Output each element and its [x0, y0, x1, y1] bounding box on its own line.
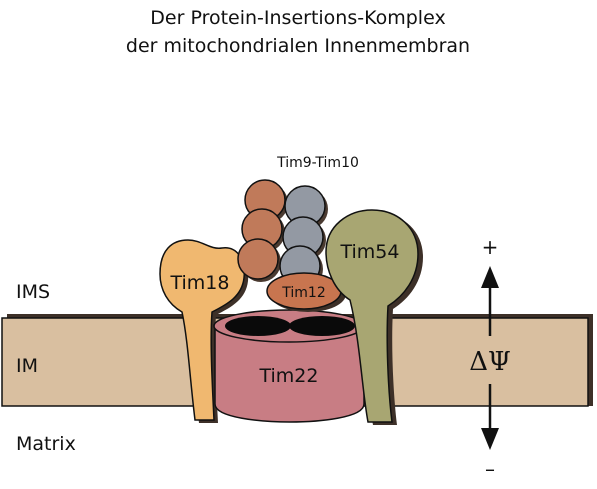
- title-line-2: der mitochondrialen Innenmembran: [126, 35, 470, 57]
- tim22-label: Tim22: [259, 365, 319, 387]
- tim22-pore-left: [225, 316, 291, 336]
- tim9-tim10-complex: [237, 179, 328, 289]
- arrow-up-head: [481, 266, 499, 288]
- tim54-protein: Tim54: [325, 209, 423, 425]
- tim12-protein: Tim12: [266, 272, 346, 312]
- region-label-matrix: Matrix: [16, 433, 76, 455]
- tim9-tim10-label: Tim9-Tim10: [276, 155, 359, 171]
- title-line-1: Der Protein-Insertions-Komplex: [150, 7, 445, 29]
- membrane-potential-indicator: + – ΔΨ: [469, 235, 511, 481]
- tim18-label: Tim18: [170, 272, 230, 294]
- tim22-protein: Tim22: [213, 309, 365, 423]
- potential-plus-sign: +: [482, 235, 499, 259]
- region-label-ims: IMS: [16, 281, 50, 303]
- potential-minus-sign: –: [485, 457, 495, 481]
- tim9-subunit-3: [237, 238, 279, 280]
- tim54-label: Tim54: [340, 241, 400, 263]
- delta-psi-symbol: ΔΨ: [469, 347, 511, 377]
- region-label-im: IM: [16, 355, 38, 377]
- tim18-protein: Tim18: [159, 239, 249, 423]
- tim12-label: Tim12: [281, 285, 325, 301]
- tim22-pore-right: [289, 316, 355, 336]
- arrow-down-head: [481, 428, 499, 450]
